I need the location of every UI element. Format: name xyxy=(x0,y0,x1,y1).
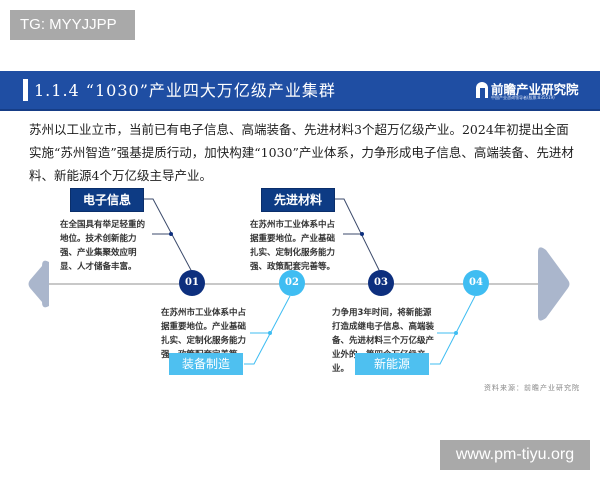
label-electronic-info: 电子信息 xyxy=(70,188,144,212)
source-note: 资料来源：前瞻产业研究院 xyxy=(484,384,580,392)
section-header: 1.1.4 “1030”产业四大万亿级产业集群 前瞻产业研究院 中国产业咨询领导… xyxy=(0,71,600,111)
brand-logo: 前瞻产业研究院 中国产业咨询领导者(股票:835519) xyxy=(476,79,580,103)
watermark-badge-bottom: www.pm-tiyu.org xyxy=(440,440,590,470)
logo-subtitle: 中国产业咨询领导者(股票:835519) xyxy=(491,95,555,100)
logo-name: 前瞻产业研究院 xyxy=(491,82,579,97)
description-advanced-materials: 在苏州市工业体系中占据重要地位。产业基础扎实、定制化服务能力强、政策配套完善等。 xyxy=(250,220,336,272)
label-new-energy: 新能源 xyxy=(355,353,429,375)
logo-icon xyxy=(476,82,488,98)
watermark-badge-top: TG: MYYJJPP xyxy=(10,10,135,40)
section-title: 1.1.4 “1030”产业四大万亿级产业集群 xyxy=(34,81,336,100)
intro-paragraph: 苏州以工业立市，当前已有电子信息、高端装备、先进材料3个超万亿级产业。2024年… xyxy=(29,122,574,183)
timeline-node-04: 04 xyxy=(463,270,489,296)
right-arrow-icon xyxy=(538,247,570,321)
header-accent-bar xyxy=(23,79,28,101)
description-electronic-info: 在全国具有举足轻重的地位。技术创新能力强、产业集聚效应明显、人才储备丰富。 xyxy=(60,220,146,272)
timeline-node-02: 02 xyxy=(279,270,305,296)
timeline-node-01: 01 xyxy=(179,270,205,296)
label-advanced-materials: 先进材料 xyxy=(261,188,335,212)
timeline-node-03: 03 xyxy=(368,270,394,296)
label-equipment-manufacturing: 装备制造 xyxy=(169,353,243,375)
left-arrow-icon xyxy=(28,260,49,308)
